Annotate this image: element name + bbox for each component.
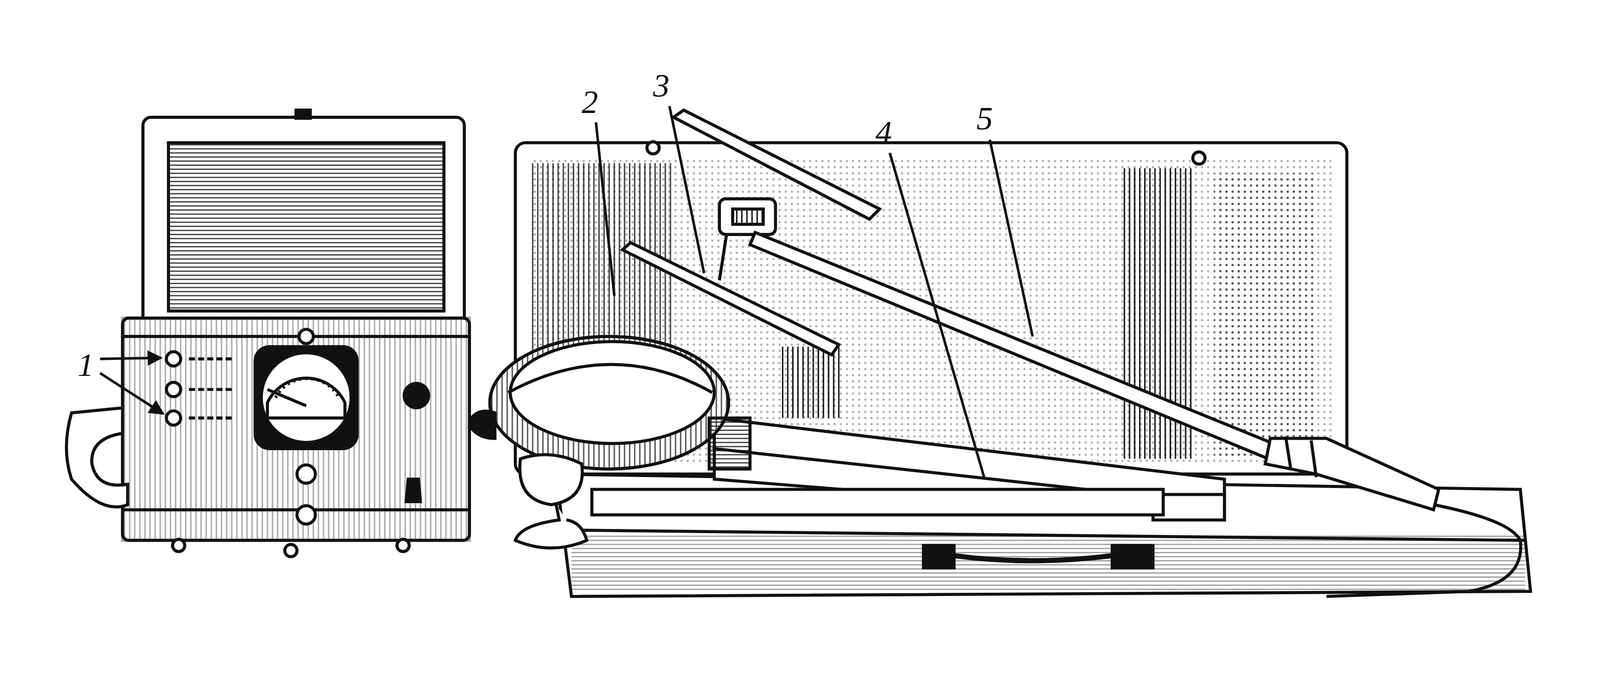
drawing-part [397, 539, 410, 553]
callout-number: 5 [974, 101, 995, 136]
drawing-part [284, 544, 298, 558]
drawing-part [732, 209, 764, 225]
drawing-part [1214, 173, 1317, 460]
drawing-part [296, 506, 316, 525]
drawing-part [1112, 545, 1154, 569]
drawing-part [510, 341, 715, 445]
drawing-part [1192, 151, 1206, 165]
drawing-part [166, 411, 181, 426]
drawing-part [299, 329, 314, 344]
drawing-part [571, 535, 1526, 592]
drawing-part [261, 352, 352, 443]
drawing-part [255, 346, 358, 450]
leader-lines [100, 106, 1033, 480]
drawing-part [1326, 505, 1521, 597]
meter-unit [66, 110, 470, 558]
drawing-part [519, 455, 583, 506]
callout-number: 3 [651, 68, 672, 104]
drawing-part [719, 198, 776, 235]
drawing-part [142, 117, 465, 327]
drawing-part [168, 142, 444, 311]
drawing-part [295, 110, 311, 119]
drawing-part [267, 389, 306, 407]
drawing-part [489, 336, 729, 470]
drawing-part [719, 234, 727, 281]
callout-number: 1 [75, 347, 96, 383]
drawing-part [647, 141, 660, 155]
drawing-part [122, 335, 470, 339]
drawing-part [471, 411, 495, 439]
t-probe [673, 110, 1521, 597]
drawing-part [166, 382, 181, 397]
drawing-part [100, 373, 164, 415]
drawing-part [780, 346, 842, 419]
drawing-part [166, 352, 181, 367]
drawing-part [508, 364, 713, 394]
drawing-part [595, 122, 615, 296]
ring-clamp [471, 336, 751, 549]
drawing-part [1265, 438, 1439, 511]
drawing-part [122, 318, 470, 541]
drawing-part [267, 378, 345, 419]
callout-number: 4 [873, 115, 894, 151]
drawing-part [889, 153, 985, 480]
drawing-part [172, 539, 185, 553]
drawing-part [406, 479, 421, 503]
drawing-part [989, 139, 1033, 337]
drawing-part [1285, 436, 1317, 478]
drawing-part [122, 318, 470, 541]
drawing-part [669, 106, 705, 274]
drawing-part [709, 418, 751, 470]
drawing-part [403, 383, 429, 409]
drawing-part [489, 336, 729, 470]
drawing-part [122, 508, 470, 512]
drawing-part [591, 489, 1164, 516]
drawing-part [296, 465, 316, 484]
drawing-part [100, 357, 162, 359]
drawing-part [923, 545, 954, 569]
drawing-part [275, 378, 339, 399]
drawing-part [622, 243, 839, 356]
drawing-part [66, 408, 128, 508]
drawing-part [188, 359, 235, 419]
drawing-part [515, 505, 587, 549]
rod [622, 243, 839, 356]
drawing-part [953, 555, 1113, 561]
callout-number: 2 [579, 84, 600, 120]
